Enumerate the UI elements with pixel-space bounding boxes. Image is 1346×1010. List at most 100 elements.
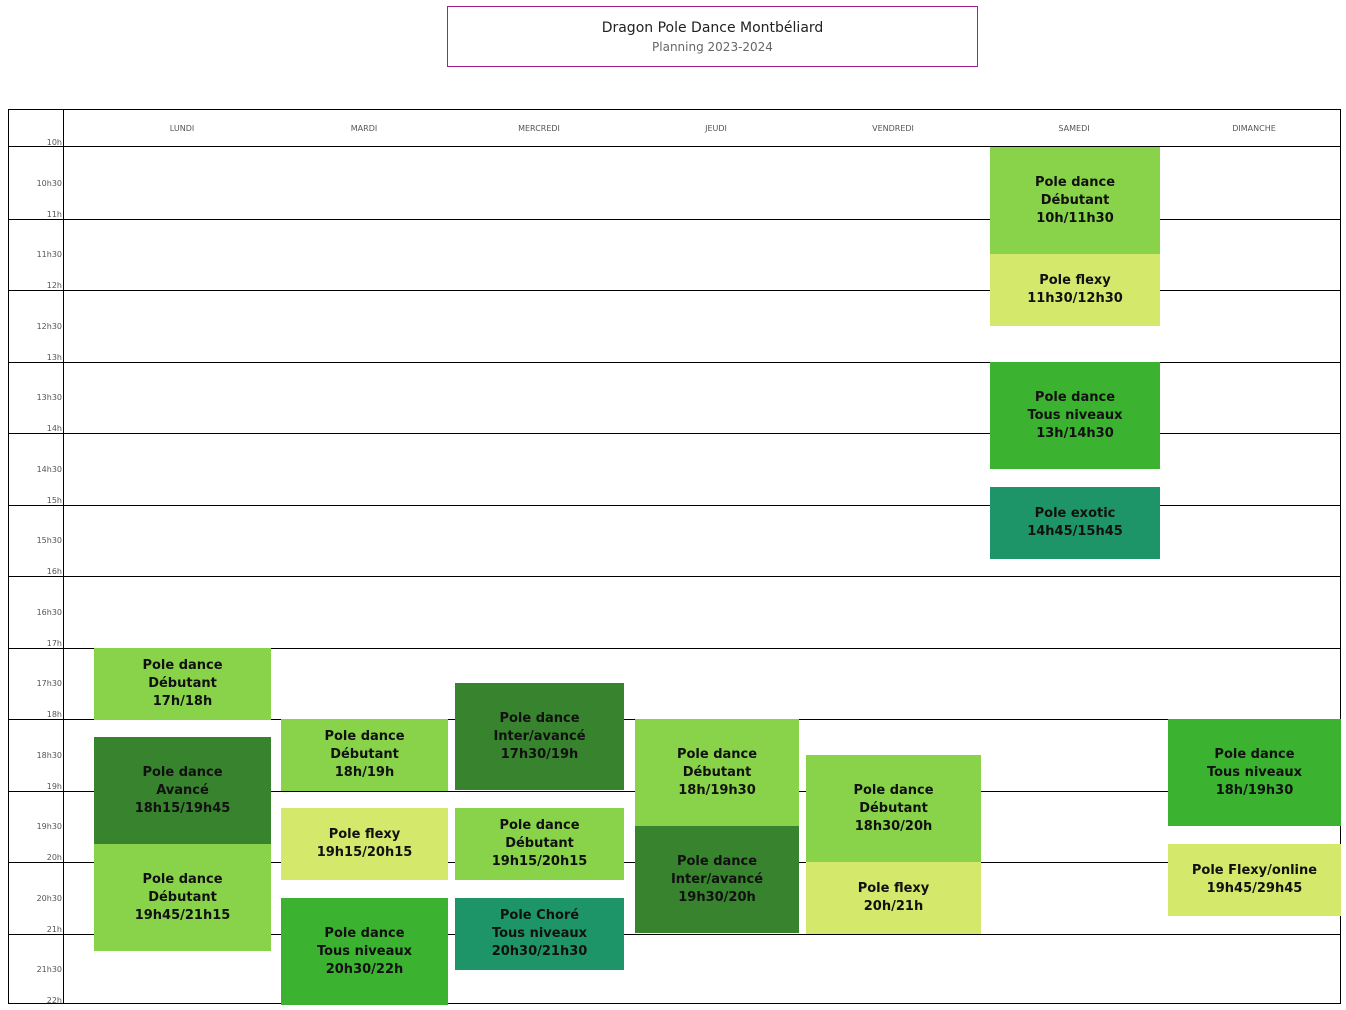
hour-gridline: [9, 219, 1340, 220]
time-label: 21h30: [36, 965, 62, 974]
course-name: Inter/avancé: [493, 728, 586, 744]
course-name: Pole dance: [676, 746, 758, 762]
course-name: Débutant: [330, 747, 399, 762]
course-name: Tous niveaux: [491, 926, 587, 941]
hour-gridline: [9, 505, 1340, 506]
time-label: 12h: [46, 281, 62, 290]
hour-gridline: [9, 290, 1340, 291]
course-name: Débutant: [148, 889, 217, 905]
time-label: 10h30: [36, 179, 62, 188]
time-label: 18h: [46, 710, 62, 719]
course-name: Débutant: [148, 676, 217, 691]
day-header-mardi: MARDI: [350, 124, 378, 133]
course-name: Pole dance: [142, 764, 223, 780]
weekly-schedule-grid: LUNDI MARDI MERCREDI JEUDI VENDREDI SAME…: [8, 109, 1341, 1005]
time-label: 16h30: [36, 608, 62, 617]
day-header-dimanche: DIMANCHE: [1232, 124, 1276, 133]
time-label: 12h30: [36, 322, 62, 331]
course-name: Débutant: [859, 800, 928, 816]
time-label: 16h: [46, 567, 62, 576]
time-label: 13h30: [36, 393, 62, 402]
planning-title-box: Dragon Pole Dance Montbéliard Planning 2…: [447, 6, 978, 67]
course-time: 11h30/12h30: [1027, 291, 1123, 306]
course-time: 18h30/20h: [854, 818, 933, 834]
course-name: Inter/avancé: [670, 871, 764, 887]
hour-gridline: [9, 648, 1340, 649]
course-time: 17h/18h: [152, 694, 213, 709]
time-label: 14h30: [36, 465, 62, 474]
course-event-mardi[interactable]: Pole flexy 19h15/20h15: [281, 808, 448, 880]
course-time: 18h/19h30: [1215, 782, 1294, 798]
course-time: 19h15/20h15: [316, 845, 413, 860]
time-label: 18h30: [36, 751, 62, 760]
time-column-divider: [63, 110, 64, 1003]
course-name: Pole dance: [676, 853, 758, 869]
time-label: 22h: [46, 996, 62, 1005]
header-divider: [9, 146, 1340, 147]
course-name: Pole Choré: [499, 908, 580, 923]
course-name: Pole dance: [324, 729, 405, 744]
course-time: 19h30/20h: [678, 889, 756, 905]
time-label: 20h: [46, 853, 62, 862]
time-label: 19h: [46, 782, 62, 791]
course-name: Pole dance: [324, 925, 405, 941]
time-label: 19h30: [36, 822, 62, 831]
time-label: 14h: [46, 424, 62, 433]
course-name: Débutant: [682, 764, 752, 780]
course-name: Pole dance: [142, 871, 223, 887]
course-name: Pole dance: [1034, 389, 1116, 405]
course-name: Pole dance: [499, 710, 580, 726]
course-time: 20h30/21h30: [491, 944, 588, 959]
time-label: 11h30: [36, 250, 62, 259]
course-time: 19h45/29h45: [1206, 881, 1303, 896]
time-label: 17h30: [36, 679, 62, 688]
course-time: 18h/19h: [334, 765, 395, 780]
time-label: 21h: [46, 925, 62, 934]
hour-gridline: [9, 934, 1340, 935]
hour-gridline: [9, 433, 1340, 434]
time-label: 10h: [46, 138, 62, 147]
course-name: Pole flexy: [328, 827, 401, 842]
course-name: Tous niveaux: [1206, 764, 1302, 780]
course-time: 13h/14h30: [1036, 425, 1114, 441]
course-time: 10h/11h30: [1036, 210, 1114, 226]
day-header-mercredi: MERCREDI: [518, 124, 560, 133]
time-label: 11h: [46, 210, 62, 219]
course-name: Pole exotic: [1034, 506, 1116, 521]
course-time: 19h15/20h15: [491, 854, 588, 869]
course-time: 20h/21h: [863, 899, 924, 914]
course-time: 18h/19h30: [678, 782, 756, 798]
